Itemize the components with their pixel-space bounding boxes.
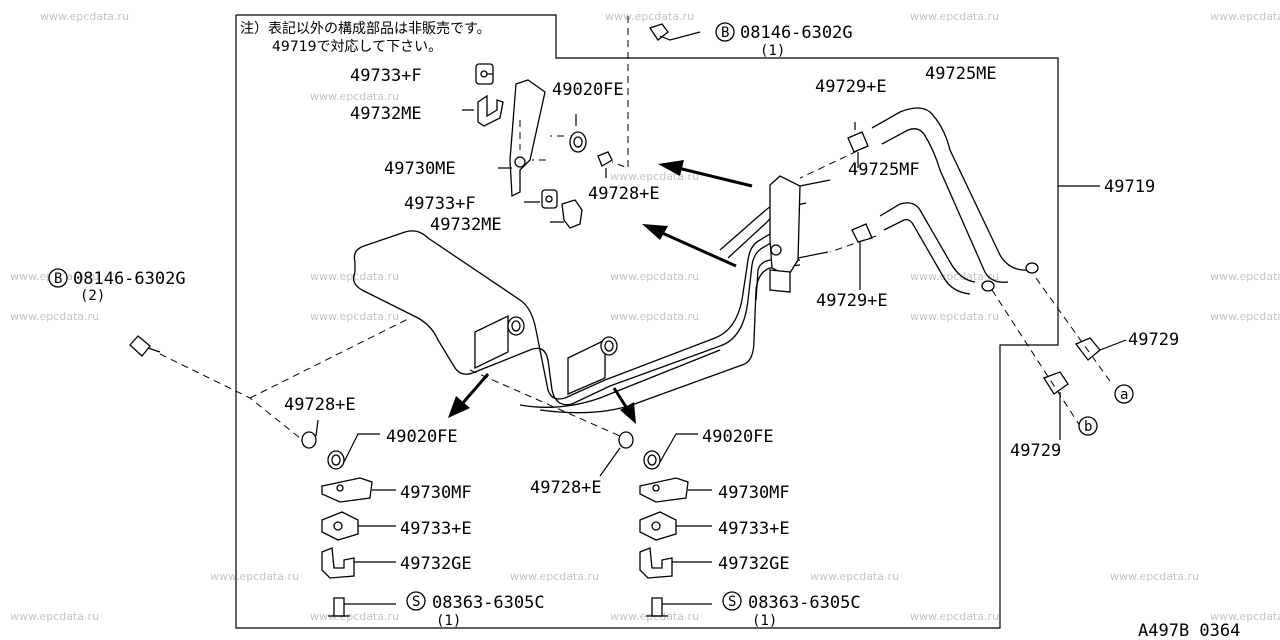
symbol-s-left: S — [412, 594, 420, 610]
lower-right-group — [469, 369, 712, 617]
assembly-frame — [235, 14, 1059, 629]
left-bolt — [129, 317, 411, 439]
watermarks: www.epcdata.ru www.epcdata.ru www.epcdat… — [10, 10, 1280, 623]
watermark: www.epcdata.ru — [310, 310, 399, 323]
hoses — [871, 107, 1039, 295]
label-49732me-lower: 49732ME — [430, 215, 502, 235]
label-49725mf: 49725MF — [848, 160, 920, 180]
watermark: www.epcdata.ru — [610, 310, 699, 323]
label-top-bolt: 08146-6302G — [740, 23, 853, 43]
label-49729e-mid: 49729+E — [816, 291, 888, 311]
label-49728e-top: 49728+E — [588, 184, 660, 204]
watermark: www.epcdata.ru — [910, 610, 999, 623]
watermark: www.epcdata.ru — [610, 270, 699, 283]
label-49729-right: 49729 — [1128, 330, 1179, 350]
watermark: www.epcdata.ru — [310, 90, 399, 103]
label-49728e-right: 49728+E — [530, 478, 602, 498]
clamps-right — [799, 122, 1134, 440]
symbol-b-left: B — [54, 271, 62, 287]
part-labels: B 08146-6302G (1) B 08146-6302G (2) 4973… — [48, 23, 1240, 640]
watermark: www.epcdata.ru — [605, 10, 694, 23]
label-49725me: 49725ME — [925, 64, 997, 84]
watermark: www.epcdata.ru — [1210, 270, 1280, 283]
watermark: www.epcdata.ru — [1210, 610, 1280, 623]
note-line-2: 49719で対応して下さい。 — [272, 39, 442, 55]
watermark: www.epcdata.ru — [310, 270, 399, 283]
watermark: www.epcdata.ru — [40, 10, 129, 23]
label-49729e-top: 49729+E — [815, 77, 887, 97]
note-line-1: 注）表記以外の構成部品は非販売です。 — [240, 20, 491, 37]
label-49728e-left: 49728+E — [284, 395, 356, 415]
watermark: www.epcdata.ru — [810, 570, 899, 583]
upper-bracket-group — [462, 63, 613, 229]
label-screw-right-qty: (1) — [752, 613, 777, 629]
symbol-s-right: S — [728, 594, 736, 610]
top-bolt — [611, 16, 735, 169]
label-49020fe-top: 49020FE — [552, 80, 624, 100]
label-49732ge-right: 49732GE — [718, 554, 790, 574]
watermark: www.epcdata.ru — [910, 10, 999, 23]
ref-b: b — [1084, 419, 1092, 435]
watermark: www.epcdata.ru — [1210, 310, 1280, 323]
symbol-b-top: B — [721, 25, 729, 41]
watermark: www.epcdata.ru — [10, 310, 99, 323]
label-49730me: 49730ME — [384, 159, 456, 179]
label-49719: 49719 — [1104, 177, 1155, 197]
tube-assembly — [352, 175, 831, 414]
label-49732me-upper: 49732ME — [350, 104, 422, 124]
lower-left-group — [301, 419, 396, 617]
label-49020fe-left: 49020FE — [386, 427, 458, 447]
watermark: www.epcdata.ru — [1210, 10, 1280, 23]
watermark: www.epcdata.ru — [310, 610, 399, 623]
label-top-bolt-qty: (1) — [760, 43, 785, 59]
label-49733f-upper: 49733+F — [350, 66, 422, 86]
diagram-code: A497B 0364 — [1138, 621, 1240, 640]
watermark: www.epcdata.ru — [610, 170, 699, 183]
label-screw-right: 08363-6305C — [748, 593, 861, 613]
label-49730mf-left: 49730MF — [400, 483, 472, 503]
watermark: www.epcdata.ru — [910, 270, 999, 283]
label-49020fe-right: 49020FE — [702, 427, 774, 447]
watermark: www.epcdata.ru — [10, 610, 99, 623]
label-49730mf-right: 49730MF — [718, 483, 790, 503]
watermark: www.epcdata.ru — [910, 310, 999, 323]
arrows — [448, 160, 753, 424]
label-49733f-lower: 49733+F — [404, 194, 476, 214]
ref-a: a — [1120, 387, 1128, 403]
label-49729-bottom: 49729 — [1010, 441, 1061, 461]
label-49733e-left: 49733+E — [400, 519, 472, 539]
label-left-bolt: 08146-6302G — [73, 269, 186, 289]
watermark: www.epcdata.ru — [510, 570, 599, 583]
watermark: www.epcdata.ru — [1110, 570, 1199, 583]
label-screw-left: 08363-6305C — [432, 593, 545, 613]
label-49733e-right: 49733+E — [718, 519, 790, 539]
label-49732ge-left: 49732GE — [400, 554, 472, 574]
watermark: www.epcdata.ru — [210, 570, 299, 583]
label-screw-left-qty: (1) — [436, 613, 461, 629]
label-left-bolt-qty: (2) — [80, 288, 105, 304]
